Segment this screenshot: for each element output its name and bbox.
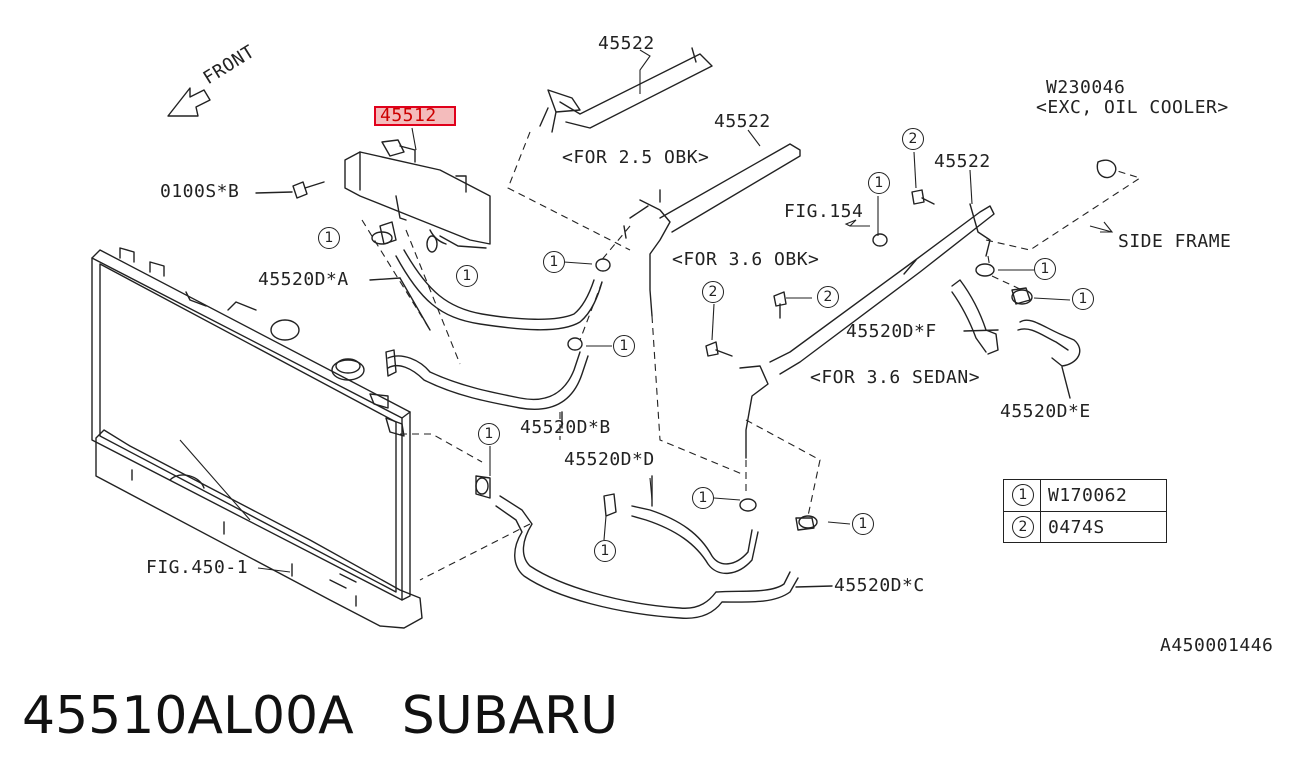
legend-callout: 2 — [1012, 516, 1034, 538]
diagram-id: A450001446 — [1160, 635, 1274, 656]
callout-2[interactable]: 2 — [702, 281, 724, 303]
callout-1[interactable]: 1 — [1072, 288, 1094, 310]
hose-45520d-e — [1011, 287, 1081, 367]
front-arrow-icon — [167, 87, 211, 117]
callout-1[interactable]: 1 — [692, 487, 714, 509]
label-for-3-6-obk: <FOR 3.6 OBK> — [672, 249, 820, 270]
label-45520d-e[interactable]: 45520D*E — [1000, 401, 1091, 422]
label-45520d-f[interactable]: 45520D*F — [846, 321, 937, 342]
brand-name: SUBARU — [401, 686, 619, 746]
hose-45520d-a — [379, 221, 603, 331]
bolt-icon — [292, 181, 325, 199]
legend-table: 1 W170062 2 0474S — [1003, 479, 1167, 543]
label-0100s-b[interactable]: 0100S*B — [160, 181, 240, 202]
label-45522-right[interactable]: 45522 — [934, 151, 991, 172]
label-side-frame: SIDE FRAME — [1118, 231, 1232, 252]
callout-1[interactable]: 1 — [852, 513, 874, 535]
label-45520d-a[interactable]: 45520D*A — [258, 269, 349, 290]
hose-45520d-b — [385, 349, 589, 410]
callout-2[interactable]: 2 — [902, 128, 924, 150]
legend-part-number: 0474S — [1048, 517, 1105, 538]
label-exc-oil-cooler: <EXC, OIL COOLER> — [1036, 97, 1229, 118]
callout-1[interactable]: 1 — [318, 227, 340, 249]
callout-1[interactable]: 1 — [543, 251, 565, 273]
tube-45522-top — [539, 47, 713, 133]
label-fig-154[interactable]: FIG.154 — [784, 201, 864, 222]
callout-1[interactable]: 1 — [613, 335, 635, 357]
label-45520d-b[interactable]: 45520D*B — [520, 417, 611, 438]
parts-diagram: FRONT 45512 45522 45522 45522 W230046 <E… — [91, 33, 1274, 656]
callout-1[interactable]: 1 — [594, 540, 616, 562]
hose-45520d-d — [603, 493, 759, 574]
tube-45522-mid — [623, 143, 801, 317]
legend-row[interactable]: 1 W170062 — [1004, 480, 1166, 511]
diagram-linework — [91, 47, 1142, 629]
label-45520d-c[interactable]: 45520D*C — [834, 575, 925, 596]
legend-callout: 1 — [1012, 484, 1034, 506]
part-number: 45510AL00A — [22, 686, 354, 746]
callout-1[interactable]: 1 — [868, 172, 890, 194]
radiator-drawing — [91, 247, 423, 629]
hose-45520d-c — [475, 475, 815, 619]
label-for-3-6-sedan: <FOR 3.6 SEDAN> — [810, 367, 981, 388]
label-for-2-5-obk: <FOR 2.5 OBK> — [562, 147, 710, 168]
hose-45520d-f — [951, 279, 999, 355]
label-45522-mid[interactable]: 45522 — [714, 111, 771, 132]
highlighted-part-45512[interactable]: 45512 — [374, 105, 456, 126]
label-fig-450-1[interactable]: FIG.450-1 — [146, 557, 249, 578]
callout-1[interactable]: 1 — [1034, 258, 1056, 280]
label-45522-top[interactable]: 45522 — [598, 33, 655, 54]
bolt-icon — [705, 189, 935, 357]
label-w230046[interactable]: W230046 — [1046, 77, 1126, 98]
label-45520d-d[interactable]: 45520D*D — [564, 449, 655, 470]
oil-cooler-drawing — [344, 139, 491, 249]
highlighted-part-label: 45512 — [380, 105, 437, 126]
legend-part-number: W170062 — [1048, 485, 1128, 506]
callout-1[interactable]: 1 — [478, 423, 500, 445]
legend-row[interactable]: 2 0474S — [1004, 511, 1166, 543]
callout-1[interactable]: 1 — [456, 265, 478, 287]
grommet-icon — [1096, 159, 1117, 179]
tube-45522-right — [739, 203, 995, 459]
callout-2[interactable]: 2 — [817, 286, 839, 308]
footer-caption: 45510AL00A SUBARU — [22, 686, 618, 746]
